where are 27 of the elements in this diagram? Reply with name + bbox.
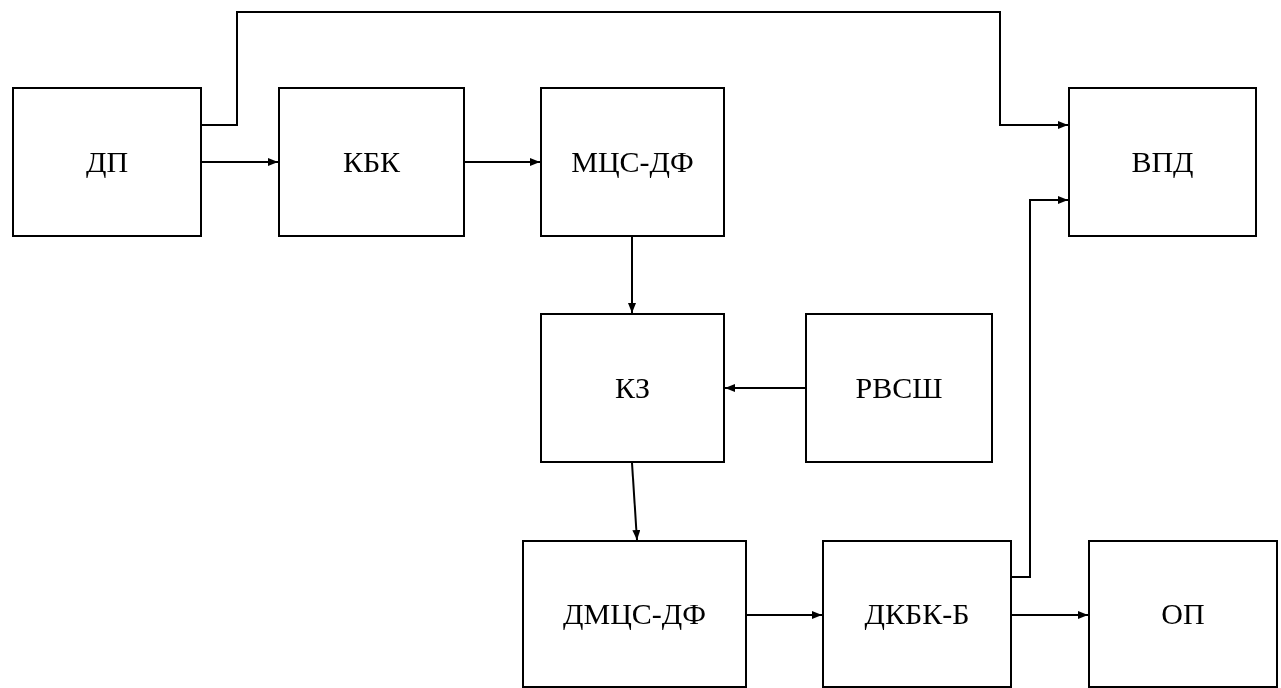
box-label: ВПД [1131,145,1194,179]
box-label: КБК [342,145,401,179]
process-box [1068,87,1257,237]
process-box [522,540,747,688]
box-label: МЦС-ДФ [571,145,694,179]
arrow [201,11,1069,129]
arrow [724,384,806,392]
arrow [464,158,541,166]
box-label: ОП [1161,597,1205,631]
process-box [822,540,1012,688]
box-label: ДМЦС-ДФ [563,597,706,631]
process-box [805,313,993,463]
box-label: ДКБК-Б [864,597,970,631]
box-label: ДП [85,145,129,179]
box-label: КЗ [614,371,650,405]
arrow [628,236,636,314]
arrow [1011,611,1089,619]
process-box [1088,540,1278,688]
arrow [1011,196,1069,578]
arrow [746,611,823,619]
box-label: РВСШ [855,371,943,405]
process-box [278,87,465,237]
process-box [540,313,725,463]
arrow [201,158,279,166]
arrow [631,462,641,541]
process-box [12,87,202,237]
process-box [540,87,725,237]
